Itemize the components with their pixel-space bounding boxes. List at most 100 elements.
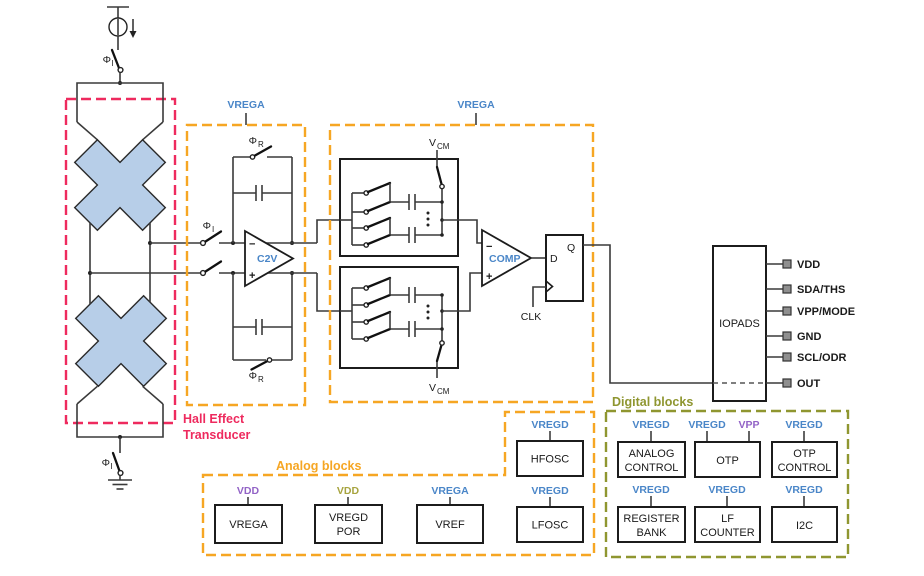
phi-i-label-bottom: Φ: [102, 457, 110, 469]
hall-region-outline: [64, 97, 177, 425]
analog-region-outline: [201, 410, 596, 557]
sc-comparator-region: VREGA: [328, 99, 595, 404]
sc-dac-bottom: V CM: [339, 266, 482, 396]
c2v-plus: +: [249, 270, 255, 282]
otp-supply-label-vpp: VPP: [738, 419, 759, 431]
phi-i-sub-top: I: [112, 59, 114, 68]
register-bank-name-line1: REGISTER: [623, 513, 679, 525]
vcm-switch-bottom: V CM: [429, 340, 450, 396]
hall-region-label-line2: Transducer: [183, 428, 251, 442]
sc-bottom-capacitors: [390, 287, 442, 337]
analog-control-supply-label: VREGD: [632, 419, 670, 431]
pin-sda-ths-label: SDA/THS: [797, 284, 845, 296]
vcm-switch-top: V CM: [429, 137, 450, 190]
phi-i-switch-bottom: Φ I: [102, 451, 124, 477]
phi-i-sub-bottom: I: [111, 462, 113, 471]
hall-transducer-region: [64, 82, 200, 453]
block-lf-counter: VREGD LF COUNTER: [694, 484, 761, 543]
sc-top-capacitors: [390, 194, 442, 243]
analog-control-name-line1: ANALOG: [629, 448, 675, 460]
vref-name: VREF: [435, 519, 465, 531]
register-bank-name-line2: BANK: [637, 527, 668, 539]
analog-blocks-region: Analog blocks VDD VREGA VDD VREGD POR VR…: [201, 410, 596, 557]
phi-r-label-bottom: Φ: [249, 370, 257, 382]
sc-region-supply-label: VREGA: [457, 99, 495, 111]
vrega-name: VREGA: [229, 519, 268, 531]
pin-vdd: VDD: [766, 259, 820, 271]
hall-plate-top: [73, 138, 167, 232]
sc-dac-top: V CM: [339, 137, 482, 257]
dff-d-label: D: [550, 253, 558, 265]
c2v-feedback-top: Φ R: [232, 135, 294, 245]
clk-label: CLK: [521, 311, 541, 323]
comp-label: COMP: [489, 253, 521, 265]
otp-control-name-line2: CONTROL: [778, 462, 832, 474]
block-vrega: VDD VREGA: [214, 485, 283, 544]
block-i2c: VREGD I2C: [771, 484, 838, 543]
vrega-supply-label: VDD: [237, 485, 260, 497]
c2v-region: VREGA Φ I Φ R: [185, 99, 340, 407]
lfosc-name: LFOSC: [532, 520, 569, 532]
block-register-bank: VREGD REGISTER BANK: [617, 484, 686, 543]
phi-r-sub-bottom: R: [258, 375, 264, 384]
c2v-minus: −: [249, 239, 255, 251]
pin-out-label: OUT: [797, 378, 821, 390]
hfosc-supply-label: VREGD: [531, 419, 569, 431]
block-vref: VREGA VREF: [416, 485, 484, 544]
digital-region-label: Digital blocks: [612, 395, 693, 409]
ground-icon: [108, 475, 132, 490]
block-lfosc: VREGD LFOSC: [516, 485, 584, 543]
phi-i-switch-top: Φ I: [103, 48, 124, 74]
dff-q-label: Q: [567, 242, 575, 254]
phi-r-sub-top: R: [258, 140, 264, 149]
hall-region-label-line1: Hall Effect: [183, 412, 245, 426]
vregd-por-name-line2: POR: [337, 526, 361, 538]
pin-vpp-mode: VPP/MODE: [766, 306, 855, 318]
d-flipflop: D Q CLK: [521, 234, 584, 323]
phi-i-label-input: Φ: [203, 220, 211, 232]
bias-current-source-icon: [107, 6, 137, 50]
vcm-sub-bottom: CM: [437, 387, 450, 396]
vregd-por-name-line1: VREGD: [329, 512, 368, 524]
pin-vpp-mode-label: VPP/MODE: [797, 306, 855, 318]
register-bank-supply-label: VREGD: [632, 484, 670, 496]
otp-supply-label-vregd: VREGD: [688, 419, 726, 431]
i2c-name: I2C: [796, 520, 813, 532]
pin-sda-ths: SDA/THS: [766, 284, 845, 296]
c2v-label: C2V: [257, 253, 277, 265]
pin-gnd-label: GND: [797, 331, 822, 343]
block-analog-control: VREGD ANALOG CONTROL: [617, 419, 686, 478]
lfosc-supply-label: VREGD: [531, 485, 569, 497]
digital-region-outline: [604, 409, 850, 559]
i2c-supply-label: VREGD: [785, 484, 823, 496]
block-hfosc: VREGD HFOSC: [516, 419, 584, 477]
comp-minus: −: [486, 241, 492, 253]
pin-gnd: GND: [766, 331, 822, 343]
phi-i-label-top: Φ: [103, 54, 111, 66]
lf-counter-name-line2: COUNTER: [700, 527, 754, 539]
pin-out: OUT: [766, 378, 821, 390]
c2v-amplifier: − + C2V: [244, 229, 317, 288]
pin-scl-odr-label: SCL/ODR: [797, 352, 847, 364]
clock-edge-icon: [545, 280, 554, 293]
vregd-por-supply-label: VDD: [337, 485, 360, 497]
comparator: − + COMP: [481, 228, 533, 288]
analog-control-name-line2: CONTROL: [625, 462, 679, 474]
c2v-region-supply-label: VREGA: [227, 99, 265, 111]
hall-plate-bottom: [74, 295, 168, 387]
vcm-sub-top: CM: [437, 142, 450, 151]
pin-scl-odr: SCL/ODR: [766, 352, 847, 364]
c2v-region-outline: [185, 123, 307, 407]
iopads-label: IOPADS: [719, 318, 760, 330]
block-vregd-por: VDD VREGD POR: [314, 485, 383, 544]
comp-plus: +: [486, 271, 492, 283]
otp-control-name-line1: OTP: [793, 448, 816, 460]
q-output-wire: [583, 244, 713, 384]
hfosc-name: HFOSC: [531, 454, 570, 466]
phi-i-sub-input: I: [212, 225, 214, 234]
vcm-label-bottom: V: [429, 382, 436, 394]
block-otp-control: VREGD OTP CONTROL: [771, 419, 838, 478]
phi-r-label-top: Φ: [249, 135, 257, 147]
vref-supply-label: VREGA: [431, 485, 469, 497]
